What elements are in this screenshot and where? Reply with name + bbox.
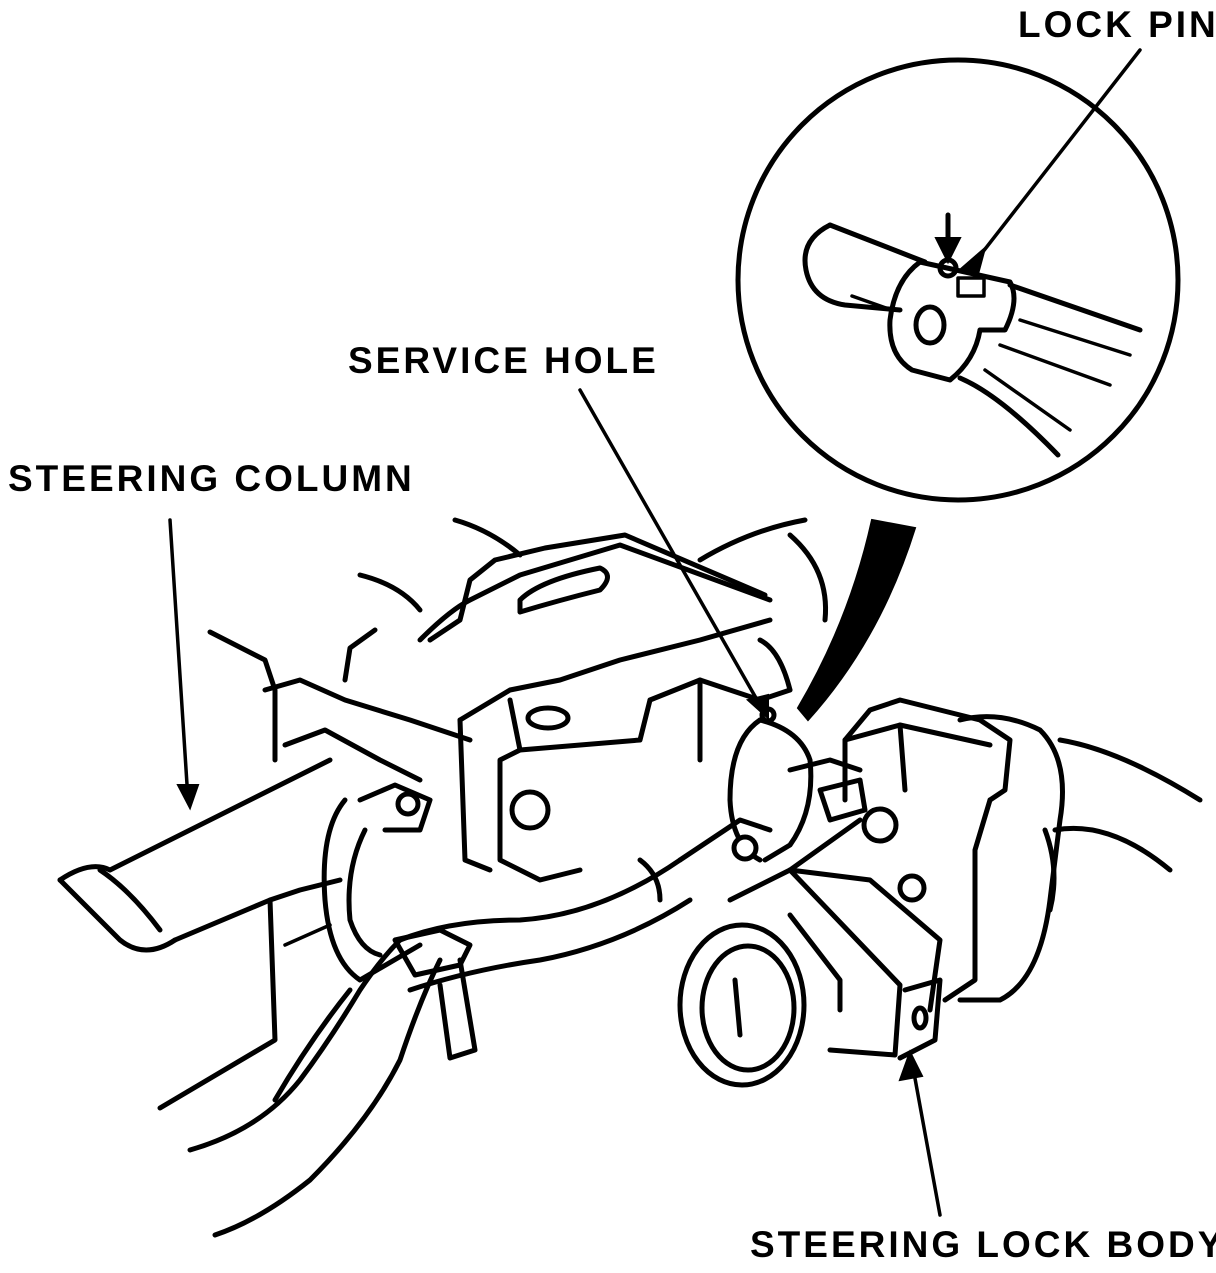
service-hole-label: SERVICE HOLE xyxy=(348,340,659,381)
left-clamp-loop xyxy=(321,797,423,983)
inset-callout-wedge xyxy=(796,518,917,722)
housing-left-ear xyxy=(342,627,378,683)
tube-edge-detail xyxy=(283,923,332,947)
lock-shear-line xyxy=(787,817,863,873)
service-hole-mark xyxy=(759,706,777,724)
upper-wire-right xyxy=(697,517,808,563)
column-housing xyxy=(207,517,829,983)
inset-groove-2 xyxy=(998,343,1112,387)
upper-wire-right-down xyxy=(787,532,829,623)
lock-body xyxy=(677,697,1203,1088)
inset-circle xyxy=(735,57,1181,503)
lock-pin-arrowhead xyxy=(960,245,987,276)
inset-collar-face xyxy=(887,259,983,383)
tube-side-edge xyxy=(267,877,343,903)
center-body-lower xyxy=(497,747,583,883)
center-body-right-ear xyxy=(757,637,793,693)
center-body-left-side xyxy=(457,717,493,873)
lock-wire-inner xyxy=(942,797,993,1003)
center-body-top xyxy=(457,617,773,723)
lock-shaft-link xyxy=(787,757,863,773)
lock-cylinder-side xyxy=(897,977,943,1061)
inset-collar-hole xyxy=(913,304,947,346)
left-clamp-inner xyxy=(346,827,383,958)
lock-cylinder-front-edge xyxy=(787,867,903,1058)
leaders xyxy=(168,48,1142,1217)
steering-lock-body-label: STEERING LOCK BODY xyxy=(750,1224,1216,1265)
lock-collar-screw xyxy=(731,834,759,862)
lock-key-ring-inner xyxy=(699,943,797,1073)
detail-inset xyxy=(735,57,1181,722)
lock-wire-loop xyxy=(957,714,1065,1003)
center-body-right-top xyxy=(647,677,793,703)
inset-arrowhead xyxy=(934,237,962,265)
left-clamp-bolt xyxy=(395,791,421,817)
left-clamp-top xyxy=(357,782,433,833)
lock-collar-right xyxy=(757,717,814,863)
lock-cylinder-top xyxy=(727,867,943,1013)
housing-left-tab xyxy=(207,629,278,763)
center-body-boss xyxy=(509,789,551,831)
switch-block-outline xyxy=(842,697,1013,803)
inset-lock-pin-block xyxy=(956,276,986,298)
steering-column-label: STEERING COLUMN xyxy=(8,458,415,499)
inset-shaft-top-right xyxy=(1007,282,1143,333)
lock-keyway xyxy=(732,977,743,1038)
lock-clip xyxy=(817,777,868,823)
wiring-harness xyxy=(187,817,773,1238)
steering-column-arrowhead xyxy=(176,784,200,811)
inset-collar-top xyxy=(917,259,1017,333)
harness-lower xyxy=(407,897,693,993)
switch-block-top-edge xyxy=(842,722,993,748)
inset-shaft-bottom xyxy=(957,375,1061,458)
lock-bolt-lower xyxy=(897,873,927,903)
inset-shaft-slot xyxy=(850,294,888,310)
tube-bracket xyxy=(157,897,278,1111)
inset-shaft-top xyxy=(827,222,928,265)
upper-wire-top xyxy=(452,517,523,558)
service-hole-leader xyxy=(578,388,762,707)
upper-cover-top xyxy=(427,532,768,643)
housing-lower-rim xyxy=(282,727,423,783)
inset-shaft-end xyxy=(802,222,903,313)
steering-lock-body-leader xyxy=(910,1060,942,1217)
lock-side-pin xyxy=(911,1005,929,1031)
inset-groove-3 xyxy=(983,368,1072,432)
housing-upper-rim xyxy=(262,677,473,743)
column-tube xyxy=(57,757,343,1111)
harness-drop-right xyxy=(212,957,443,1238)
center-body-bolt xyxy=(525,705,571,731)
lock-bolt-upper xyxy=(861,806,899,844)
tube-end-curve xyxy=(57,877,178,953)
lock-key-ring-outer xyxy=(677,922,807,1088)
lock-pin-leader xyxy=(973,48,1142,264)
harness-to-lock xyxy=(677,817,773,863)
center-body-face xyxy=(507,697,653,753)
lock-wire-exit-bottom xyxy=(1052,825,1173,873)
inset-groove-1 xyxy=(1018,318,1132,357)
tube-end-inner xyxy=(97,867,163,933)
steering-column-leader xyxy=(168,518,190,802)
switch-block-divider xyxy=(897,722,908,793)
upper-wire-curve xyxy=(357,572,423,613)
harness-band xyxy=(392,927,473,978)
lock-pin-label: LOCK PIN xyxy=(1018,4,1216,45)
upper-cover-slot xyxy=(517,565,610,615)
tube-top-edge xyxy=(57,757,333,883)
harness-drop-left xyxy=(187,937,403,1153)
harness-connector xyxy=(437,957,478,1061)
lock-cylinder-ridge xyxy=(787,912,843,1013)
harness-drop-mid xyxy=(272,987,353,1103)
steering-lock-body-arrowhead xyxy=(898,1049,924,1082)
lock-wire-ring xyxy=(1042,827,1057,913)
lock-wire-exit-top xyxy=(1057,737,1203,803)
harness-sleeve-end xyxy=(637,857,663,903)
upper-cover-outline xyxy=(417,542,773,643)
